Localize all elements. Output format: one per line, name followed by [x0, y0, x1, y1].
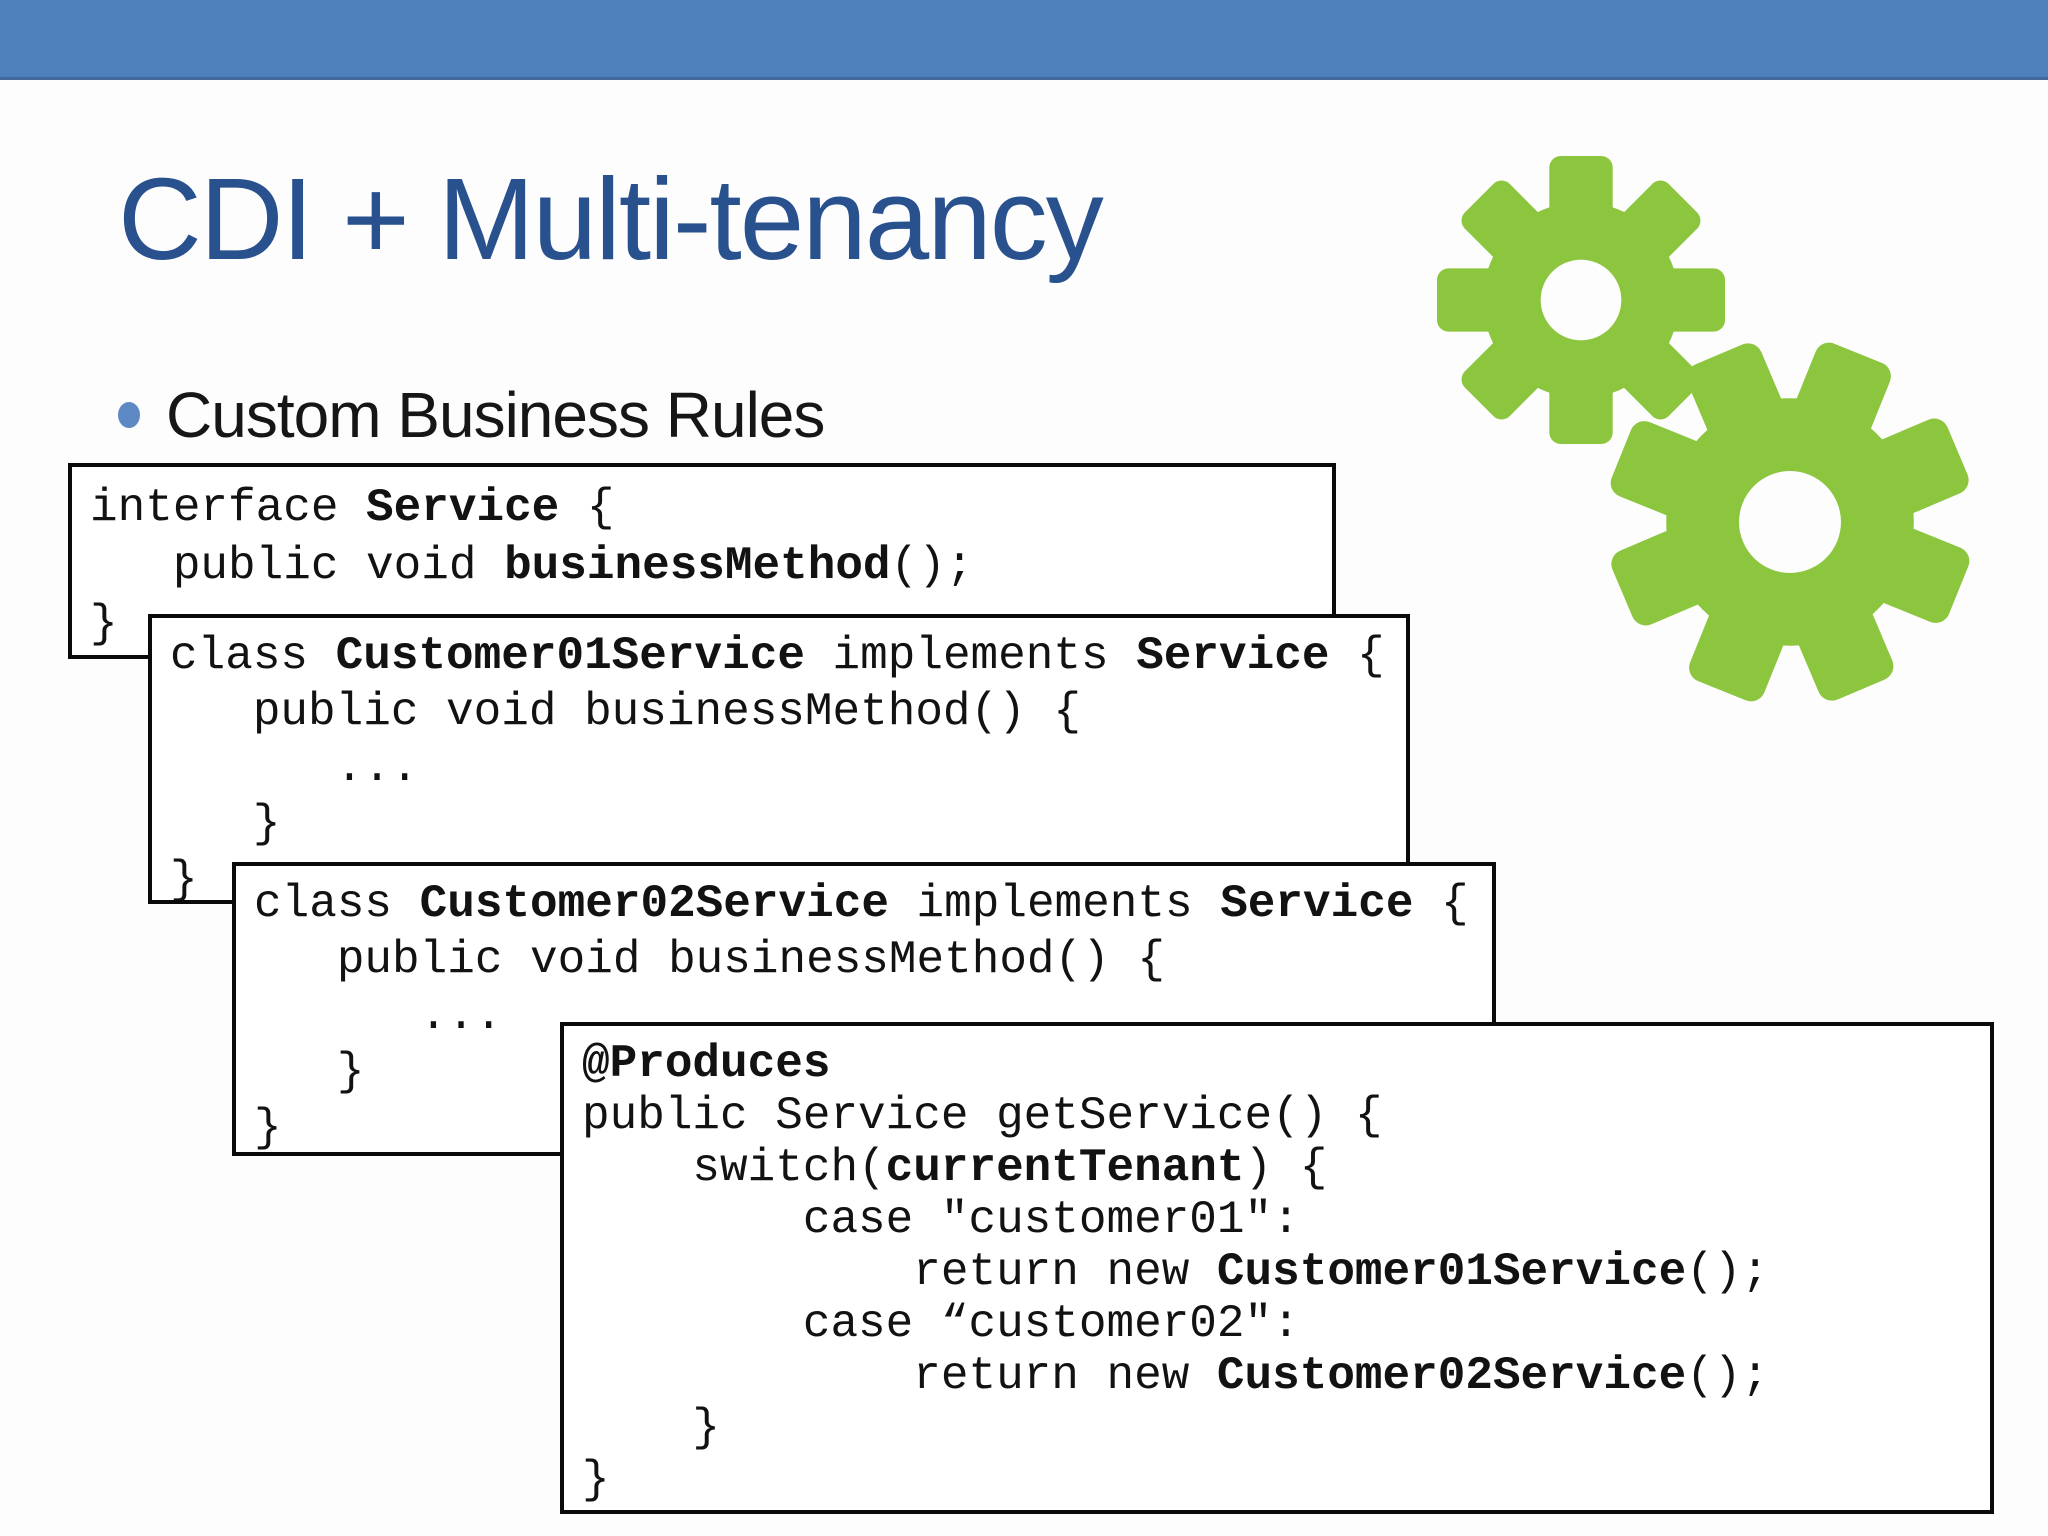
code-line: return new Customer01Service();: [582, 1246, 1972, 1298]
code-line: public Service getService() {: [582, 1090, 1972, 1142]
code-box-customer01-service: class Customer01Service implements Servi…: [148, 614, 1410, 904]
code-segment: {: [559, 482, 615, 534]
code-segment: }: [170, 798, 281, 850]
page-title: CDI + Multi-tenancy: [118, 154, 1104, 284]
code-line: public void businessMethod() {: [170, 684, 1388, 740]
code-segment: implements: [804, 630, 1137, 682]
code-segment: public void businessMethod() {: [254, 934, 1165, 986]
code-segment: case “customer02":: [582, 1298, 1300, 1350]
code-bold-segment: Customer01Service: [335, 630, 805, 682]
code-bold-segment: Service: [1220, 878, 1414, 930]
code-segment: {: [1329, 630, 1385, 682]
code-line: return new Customer02Service();: [582, 1350, 1972, 1402]
code-segment: ...: [254, 990, 503, 1042]
code-segment: ...: [170, 742, 419, 794]
code-bold-segment: @Produces: [582, 1038, 831, 1090]
gear-icon: [1610, 342, 1970, 702]
code-line: public void businessMethod() {: [254, 932, 1474, 988]
code-bold-segment: Customer02Service: [419, 878, 889, 930]
code-segment: {: [1413, 878, 1469, 930]
code-line: }: [170, 796, 1388, 852]
bullet-text: Custom Business Rules: [166, 379, 825, 451]
code-line: }: [90, 595, 1314, 653]
code-bold-segment: Service: [1136, 630, 1330, 682]
code-line: ...: [254, 988, 1474, 1044]
code-segment: class: [170, 630, 336, 682]
code-line: ...: [170, 740, 1388, 796]
code-bold-segment: currentTenant: [885, 1142, 1245, 1194]
code-segment: }: [170, 854, 198, 904]
code-line: public void businessMethod();: [90, 537, 1314, 595]
code-line: }: [254, 1100, 1474, 1154]
code-segment: ();: [1686, 1246, 1770, 1298]
code-segment: return new: [582, 1246, 1217, 1298]
code-segment: ();: [1686, 1350, 1770, 1402]
gear-icon: [1437, 156, 1725, 444]
code-bold-segment: businessMethod: [504, 540, 891, 592]
code-segment: return new: [582, 1350, 1217, 1402]
code-segment: ) {: [1244, 1142, 1328, 1194]
code-segment: public void: [90, 540, 505, 592]
code-line: @Produces: [582, 1038, 1972, 1090]
code-line: }: [582, 1454, 1972, 1506]
code-line: }: [582, 1402, 1972, 1454]
code-line: switch(currentTenant) {: [582, 1142, 1972, 1194]
code-line: }: [254, 1044, 1474, 1100]
code-segment: interface: [90, 482, 367, 534]
code-line: case “customer02":: [582, 1298, 1972, 1350]
code-bold-segment: Customer01Service: [1216, 1246, 1687, 1298]
code-line: class Customer01Service implements Servi…: [170, 628, 1388, 684]
code-line: class Customer02Service implements Servi…: [254, 876, 1474, 932]
code-segment: class: [254, 878, 420, 930]
code-segment: implements: [888, 878, 1221, 930]
code-segment: switch(: [582, 1142, 886, 1194]
code-segment: case "customer01":: [582, 1194, 1300, 1246]
code-segment: }: [254, 1102, 282, 1154]
code-segment: }: [582, 1454, 610, 1506]
bullet-item: Custom Business Rules: [118, 378, 825, 452]
code-segment: }: [90, 598, 118, 650]
code-bold-segment: Customer02Service: [1216, 1350, 1687, 1402]
code-line: }: [170, 852, 1388, 904]
code-segment: public Service getService() {: [582, 1090, 1383, 1142]
code-segment: ();: [890, 540, 974, 592]
code-bold-segment: Service: [366, 482, 560, 534]
code-segment: public void businessMethod() {: [170, 686, 1081, 738]
code-segment: }: [254, 1046, 365, 1098]
bullet-dot-icon: [118, 402, 140, 428]
code-line: interface Service {: [90, 479, 1314, 537]
top-bar: [0, 0, 2048, 80]
code-segment: }: [582, 1402, 721, 1454]
code-line: case "customer01":: [582, 1194, 1972, 1246]
